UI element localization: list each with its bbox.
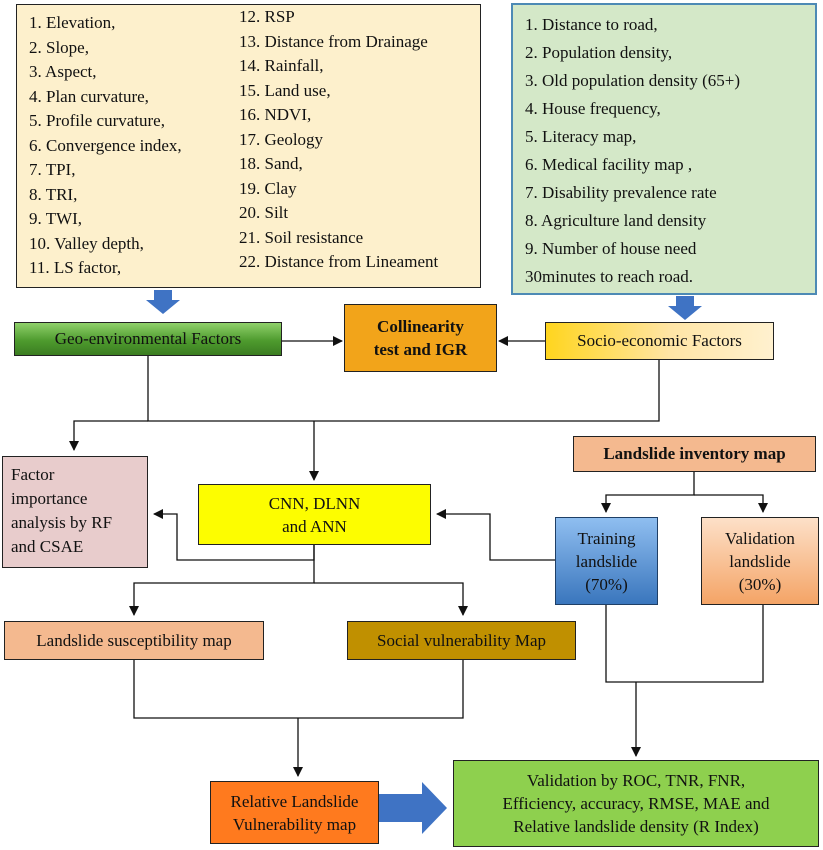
list-item: 5. Literacy map, <box>525 127 637 146</box>
factor-importance-box: Factor importance analysis by RF and CSAE <box>2 456 148 568</box>
list-item: 9. TWI, <box>29 209 83 228</box>
list-item: 16. NDVI, <box>239 105 312 124</box>
list-item: 14. Rainfall, <box>239 56 324 75</box>
list-item: 21. Soil resistance <box>239 227 364 247</box>
list-item: 1. Elevation, <box>29 13 116 32</box>
list-item: 12. RSP <box>239 7 295 26</box>
list-item: and CSAE <box>11 537 84 556</box>
models-line1: CNN, DLNN <box>268 493 361 513</box>
socio-economic-factors-box: Socio-economic Factors <box>545 322 774 360</box>
list-item: 9. Number of house need <box>525 239 697 258</box>
geo-down-arrow-icon <box>146 290 180 314</box>
training-line3: (70%) <box>585 574 628 594</box>
collinearity-igr-box: Collinearity test and IGR <box>344 304 497 372</box>
models-line2: and ANN <box>282 516 347 536</box>
validation-landslide-line2: landslide <box>729 551 791 571</box>
training-landslide-box: Training landslide (70%) <box>555 517 658 605</box>
validation-landslide-box: Validation landslide (30%) <box>701 517 819 605</box>
list-item: Factor <box>11 465 55 484</box>
models-box: CNN, DLNN and ANN <box>198 484 431 545</box>
socio-factor-list: 1. Distance to road, 2. Population densit… <box>525 11 740 291</box>
relative-vulnerability-map-box: Relative Landslide Vulnerability map <box>210 781 379 844</box>
list-item: 8. TRI, <box>29 184 78 204</box>
geo-factor-list-col1: 1. Elevation, 2. Slope, 3. Aspect, 4. Plan … <box>29 11 182 281</box>
list-item: 13. Distance from Drainage <box>239 31 428 51</box>
list-item: importance <box>11 489 88 508</box>
validation-landslide-line1: Validation <box>725 528 795 548</box>
list-item: 4. Plan curvature, <box>29 86 149 106</box>
list-item: 6. Medical facility map , <box>525 155 693 174</box>
list-item: 11. LS factor, <box>29 258 122 277</box>
list-item: 15. Land use, <box>239 80 331 100</box>
social-vulnerability-map-box: Social vulnerability Map <box>347 621 576 660</box>
socio-economic-factors-label: Socio-economic Factors <box>577 331 742 350</box>
list-item: 30minutes to reach road. <box>525 267 694 286</box>
validation-metrics-box: Validation by ROC, TNR, FNR, Efficiency,… <box>453 760 819 847</box>
relative-line2: Vulnerability map <box>232 814 357 834</box>
collinearity-label-line2: test and IGR <box>373 340 468 359</box>
landslide-inventory-label: Landslide inventory map <box>603 444 786 463</box>
list-item: 19. Clay <box>239 178 297 198</box>
social-vulnerability-label: Social vulnerability Map <box>376 630 547 650</box>
list-item: 18. Sand, <box>239 154 303 173</box>
training-line2: landslide <box>575 551 638 571</box>
factor-importance-text: Factor importance analysis by RF and CSAE <box>11 463 112 559</box>
list-item: 2. Population density, <box>525 43 673 62</box>
validation-landslide-line3: (30%) <box>738 574 782 594</box>
landslide-susceptibility-map-box: Landslide susceptibility map <box>4 621 264 660</box>
collinearity-label-line1: Collinearity <box>377 317 464 336</box>
metrics-line3: Relative landslide density (R Index) <box>513 817 759 836</box>
list-item: 20. Silt <box>239 203 289 222</box>
list-item: 5. Profile curvature, <box>29 111 165 130</box>
list-item: 8. Agriculture land density <box>525 211 707 230</box>
geo-environmental-factors-label: Geo-environmental Factors <box>54 329 242 348</box>
right-block-arrow-icon <box>379 782 447 834</box>
list-item: 10. Valley depth, <box>29 233 144 253</box>
socio-down-arrow-icon <box>668 296 702 320</box>
geo-environmental-factors-box: Geo-environmental Factors <box>14 322 282 356</box>
metrics-line1: Validation by ROC, TNR, FNR, <box>526 771 746 790</box>
list-item: 3. Old population density (65+) <box>525 71 740 90</box>
landslide-inventory-map-box: Landslide inventory map <box>573 436 816 472</box>
training-line1: Training <box>577 528 636 548</box>
susceptibility-label: Landslide susceptibility map <box>36 630 232 650</box>
list-item: 1. Distance to road, <box>525 15 658 34</box>
list-item: 3. Aspect, <box>29 62 97 81</box>
list-item: 22. Distance from Lineament <box>239 252 439 271</box>
metrics-line2: Efficiency, accuracy, RMSE, MAE and <box>502 794 770 813</box>
geo-factor-list-col2: 12. RSP 13. Distance from Drainage 14. Rai… <box>239 5 438 275</box>
list-item: 7. TPI, <box>29 160 76 179</box>
list-item: analysis by RF <box>11 513 113 532</box>
list-item: 2. Slope, <box>29 37 89 57</box>
list-item: 4. House frequency, <box>525 99 661 118</box>
list-item: 7. Disability prevalence rate <box>525 183 717 202</box>
list-item: 6. Convergence index, <box>29 135 182 155</box>
geo-factor-list-panel: 1. Elevation, 2. Slope, 3. Aspect, 4. Plan … <box>16 4 481 288</box>
list-item: 17. Geology <box>239 129 324 149</box>
socio-factor-list-panel: 1. Distance to road, 2. Population densit… <box>511 3 817 295</box>
relative-line1: Relative Landslide <box>230 791 359 811</box>
